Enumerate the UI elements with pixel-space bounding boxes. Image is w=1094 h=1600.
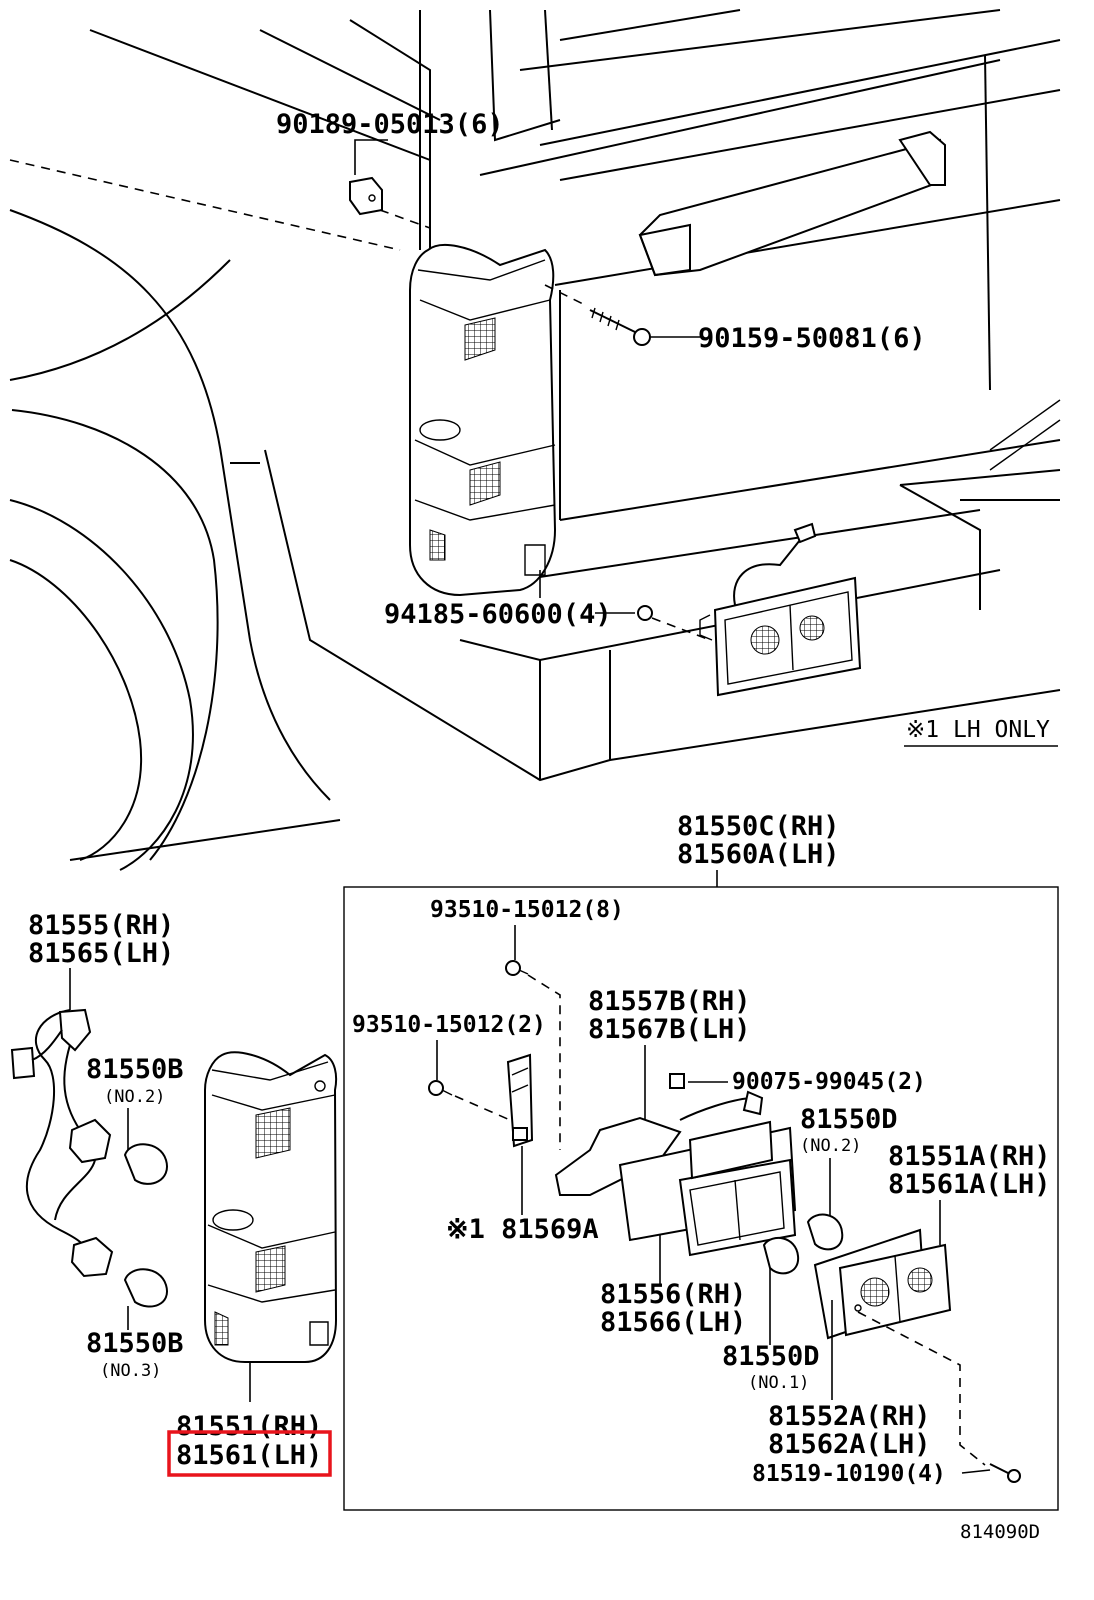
label-bulb-d-no2-sub: (NO.2) bbox=[800, 1136, 861, 1156]
label-screw-93510-8: 93510-15012(8) bbox=[430, 897, 624, 923]
label-socket-lh: 81565(LH) bbox=[28, 938, 174, 969]
label-lens-rh: 81551(RH) bbox=[176, 1411, 322, 1442]
label-bracket-lh: 81567B(LH) bbox=[588, 1014, 751, 1045]
label-housing-lh: 81566(LH) bbox=[600, 1307, 746, 1338]
label-screw-81519: 81519-10190(4) bbox=[752, 1461, 946, 1487]
label-assy-rh: 81550C(RH) bbox=[677, 811, 840, 842]
label-bulb-d-no2: 81550D bbox=[800, 1104, 898, 1135]
screw-93510-8-icon bbox=[505, 960, 529, 976]
label-clip-94185: 94185-60600(4) bbox=[384, 599, 612, 630]
highlight-box bbox=[167, 1430, 332, 1477]
leader-90189 bbox=[354, 139, 388, 175]
nut-90075-icon bbox=[669, 1073, 685, 1089]
label-bulb-b-no2: 81550B bbox=[86, 1054, 184, 1085]
label-bulb-b-no2-sub: (NO.2) bbox=[104, 1087, 165, 1107]
label-gasket-rh: 81552A(RH) bbox=[768, 1401, 931, 1432]
screw-81519-icon bbox=[989, 1463, 1021, 1483]
tail-lamp-lens-icon bbox=[204, 1051, 338, 1363]
label-nut-90075: 90075-99045(2) bbox=[732, 1069, 926, 1095]
label-bulb-b-no3: 81550B bbox=[86, 1328, 184, 1359]
label-screw-93510-2: 93510-15012(2) bbox=[352, 1012, 546, 1038]
label-bracket-rh: 81557B(RH) bbox=[588, 986, 751, 1017]
label-bracket-81569a: ※1 81569A bbox=[446, 1214, 599, 1245]
label-bulb-d-no1: 81550D bbox=[722, 1341, 820, 1372]
label-housing-rh: 81556(RH) bbox=[600, 1279, 746, 1310]
bulb-d-no2-icon bbox=[806, 1213, 844, 1251]
tail-lamp-installed bbox=[409, 244, 557, 597]
screw-93510-2-icon bbox=[428, 1080, 453, 1096]
bulb-d-no1-icon bbox=[762, 1236, 800, 1275]
label-lens-lh[interactable]: 81561(LH) bbox=[176, 1440, 322, 1471]
nut-90189-icon bbox=[349, 176, 383, 216]
socket-wire-icon bbox=[10, 1008, 114, 1278]
label-assy-lh: 81560A(LH) bbox=[677, 839, 840, 870]
label-lens-a-rh: 81551A(RH) bbox=[888, 1141, 1051, 1172]
bracket-81557b-icon bbox=[554, 1116, 682, 1196]
label-socket-rh: 81555(RH) bbox=[28, 910, 174, 941]
clip-94185-icon bbox=[637, 605, 653, 621]
bracket-81569a-icon bbox=[506, 1053, 534, 1148]
bulb-b-no3-icon bbox=[123, 1268, 168, 1308]
license-lens-icon bbox=[813, 1228, 952, 1340]
label-nut-90189: 90189-05013(6) bbox=[276, 109, 504, 140]
note-lh-only: ※1 LH ONLY bbox=[906, 717, 1050, 743]
label-bulb-b-no3-sub: (NO.3) bbox=[100, 1361, 161, 1381]
lamp-housing-icon bbox=[618, 1090, 797, 1257]
bulb-b-no2-icon bbox=[123, 1143, 168, 1185]
screw-90159-icon bbox=[589, 307, 651, 346]
label-gasket-lh: 81562A(LH) bbox=[768, 1429, 931, 1460]
label-lens-a-lh: 81561A(LH) bbox=[888, 1169, 1051, 1200]
label-bulb-d-no1-sub: (NO.1) bbox=[748, 1373, 809, 1393]
assembly-box bbox=[343, 886, 1059, 1511]
vehicle-body bbox=[9, 9, 1061, 871]
label-screw-90159: 90159-50081(6) bbox=[698, 323, 926, 354]
license-lamp-installed bbox=[699, 522, 862, 697]
diagram-code: 814090D bbox=[960, 1521, 1040, 1543]
